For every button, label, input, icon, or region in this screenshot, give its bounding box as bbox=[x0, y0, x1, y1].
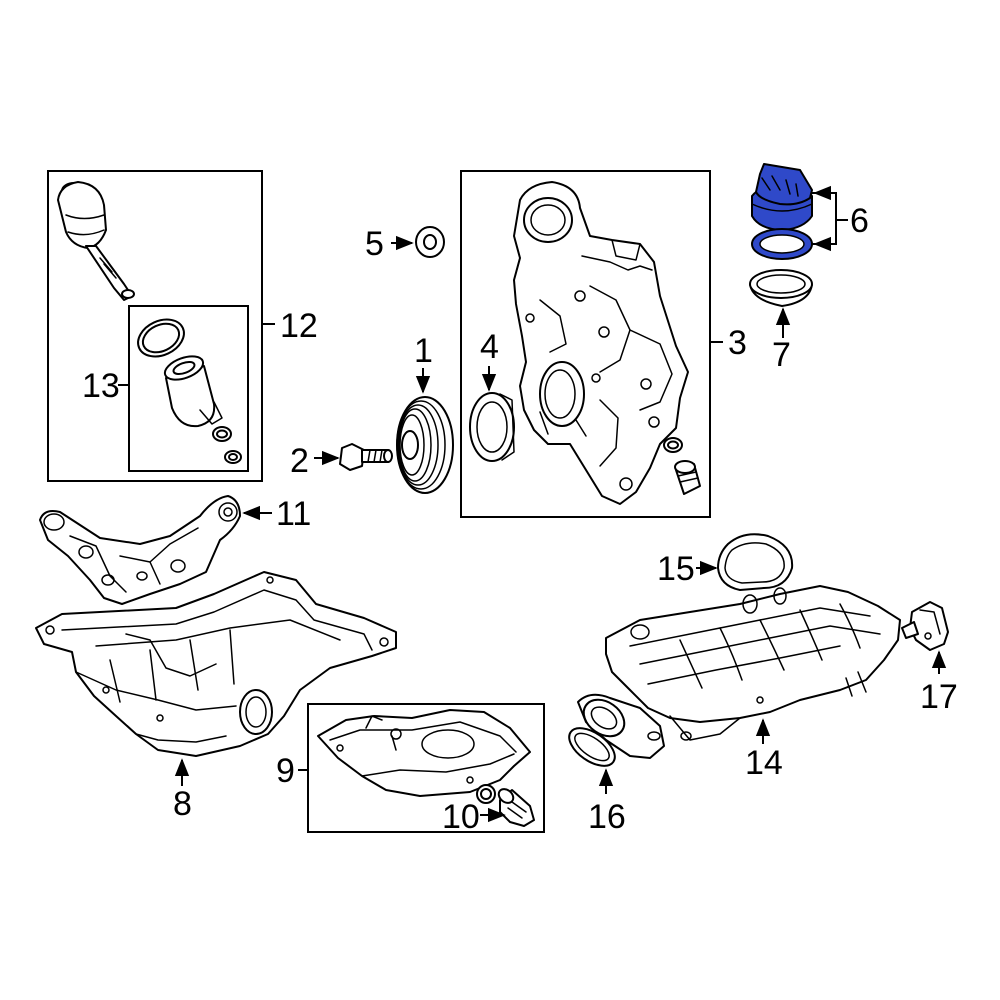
intake-gasket[interactable] bbox=[717, 533, 794, 591]
callout-15[interactable]: 15 bbox=[657, 550, 695, 588]
upper-oil-pan[interactable] bbox=[35, 571, 397, 757]
callout-4[interactable]: 4 bbox=[480, 328, 499, 366]
callout-16[interactable]: 16 bbox=[588, 798, 626, 836]
timing-cover[interactable] bbox=[513, 181, 689, 505]
callout-9[interactable]: 9 bbox=[276, 752, 295, 790]
callout-10[interactable]: 10 bbox=[442, 798, 480, 836]
filter-o-ring-bottom[interactable] bbox=[224, 450, 242, 464]
throttle-body-flange[interactable] bbox=[577, 692, 692, 759]
front-crank-seal[interactable] bbox=[469, 392, 515, 462]
group-box-13 bbox=[128, 305, 249, 472]
drain-plug-washer[interactable] bbox=[476, 784, 496, 804]
callout-11[interactable]: 11 bbox=[276, 495, 311, 533]
crankshaft-pulley[interactable] bbox=[396, 396, 454, 494]
intake-sensor[interactable] bbox=[901, 601, 949, 651]
cover-o-ring[interactable] bbox=[663, 437, 683, 453]
pulley-bolt[interactable] bbox=[339, 443, 393, 471]
callout-5[interactable]: 5 bbox=[365, 225, 384, 263]
callout-12[interactable]: 12 bbox=[280, 307, 318, 345]
callout-7[interactable]: 7 bbox=[772, 336, 791, 374]
engine-mount-bracket[interactable] bbox=[39, 495, 241, 605]
lower-oil-pan[interactable] bbox=[317, 709, 531, 797]
filler-neck-seal[interactable] bbox=[749, 269, 813, 307]
group-box-12 bbox=[47, 170, 263, 482]
callout-1[interactable]: 1 bbox=[414, 332, 433, 370]
callout-17[interactable]: 17 bbox=[920, 678, 958, 716]
intake-manifold[interactable] bbox=[605, 585, 901, 741]
oil-filler-cap[interactable] bbox=[751, 163, 813, 231]
group-box-3 bbox=[460, 170, 711, 518]
callout-6[interactable]: 6 bbox=[850, 202, 869, 240]
oil-filter-housing[interactable] bbox=[57, 181, 135, 301]
filler-cap-seal[interactable] bbox=[751, 228, 813, 260]
seal-part-5[interactable] bbox=[415, 226, 445, 258]
filter-seal-ring[interactable] bbox=[132, 312, 190, 363]
callout-3[interactable]: 3 bbox=[728, 324, 747, 362]
throttle-gasket[interactable] bbox=[563, 721, 622, 774]
callout-13[interactable]: 13 bbox=[82, 367, 120, 405]
callout-2[interactable]: 2 bbox=[290, 442, 309, 480]
filter-o-ring-small[interactable] bbox=[212, 426, 232, 442]
bracket-6 bbox=[812, 192, 837, 245]
callout-14[interactable]: 14 bbox=[745, 744, 783, 782]
group-box-9 bbox=[307, 703, 545, 833]
cover-plug[interactable] bbox=[674, 460, 701, 495]
oil-drain-plug[interactable] bbox=[496, 786, 535, 827]
oil-filter-element[interactable] bbox=[162, 352, 223, 428]
callout-8[interactable]: 8 bbox=[173, 785, 192, 823]
